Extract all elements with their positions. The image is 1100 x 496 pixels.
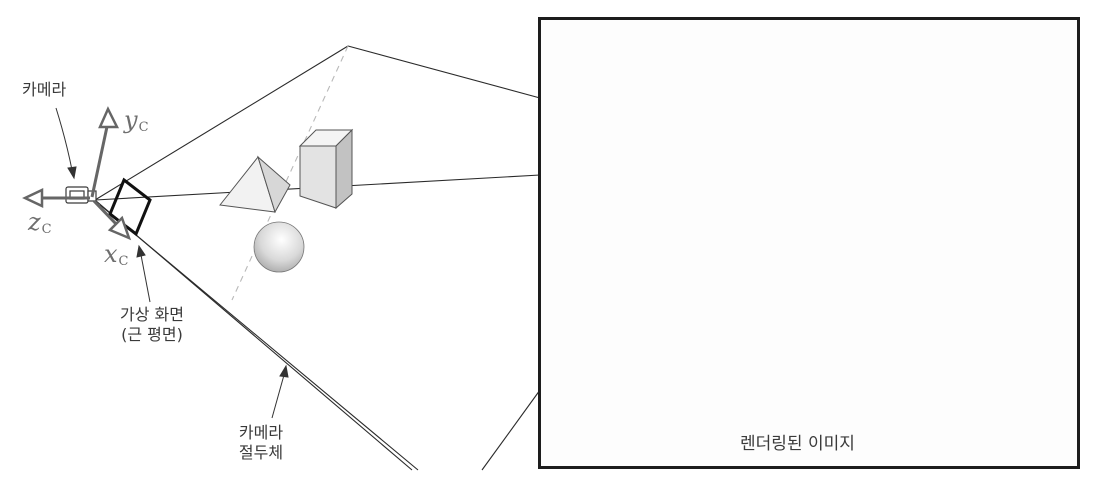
axis-x	[92, 199, 132, 241]
virtual-screen-line2: (근 평면)	[121, 325, 183, 344]
axis-y	[90, 106, 120, 198]
scene-pyramid	[219, 155, 291, 214]
camera-frustum	[94, 45, 541, 471]
scene-box	[298, 128, 354, 210]
axis-x-subscript: C	[118, 254, 129, 269]
frustum-line2: 절두체	[238, 443, 284, 462]
frustum-label: 카메라 절두체	[226, 423, 296, 463]
axis-z-letter: z	[28, 208, 41, 236]
axis-y-subscript: C	[138, 120, 149, 135]
axis-x-label: xC	[104, 242, 129, 274]
axis-z-label: zC	[28, 210, 52, 242]
rendered-image-panel	[538, 17, 1080, 469]
axis-z-subscript: C	[41, 222, 52, 237]
virtual-screen-line1: 가상 화면	[120, 305, 184, 324]
axis-y-label: yC	[124, 108, 149, 140]
pointer-arrows	[55, 107, 289, 419]
axis-x-letter: x	[104, 240, 118, 268]
frustum-line1: 카메라	[238, 423, 284, 442]
axis-z	[22, 188, 90, 208]
camera-label: 카메라	[22, 80, 67, 99]
rendered-image-caption: 렌더링된 이미지	[740, 434, 855, 454]
near-plane	[108, 177, 152, 237]
virtual-screen-label: 가상 화면 (근 평면)	[98, 305, 206, 345]
scene-sphere	[253, 221, 305, 273]
axis-y-letter: y	[124, 106, 138, 134]
